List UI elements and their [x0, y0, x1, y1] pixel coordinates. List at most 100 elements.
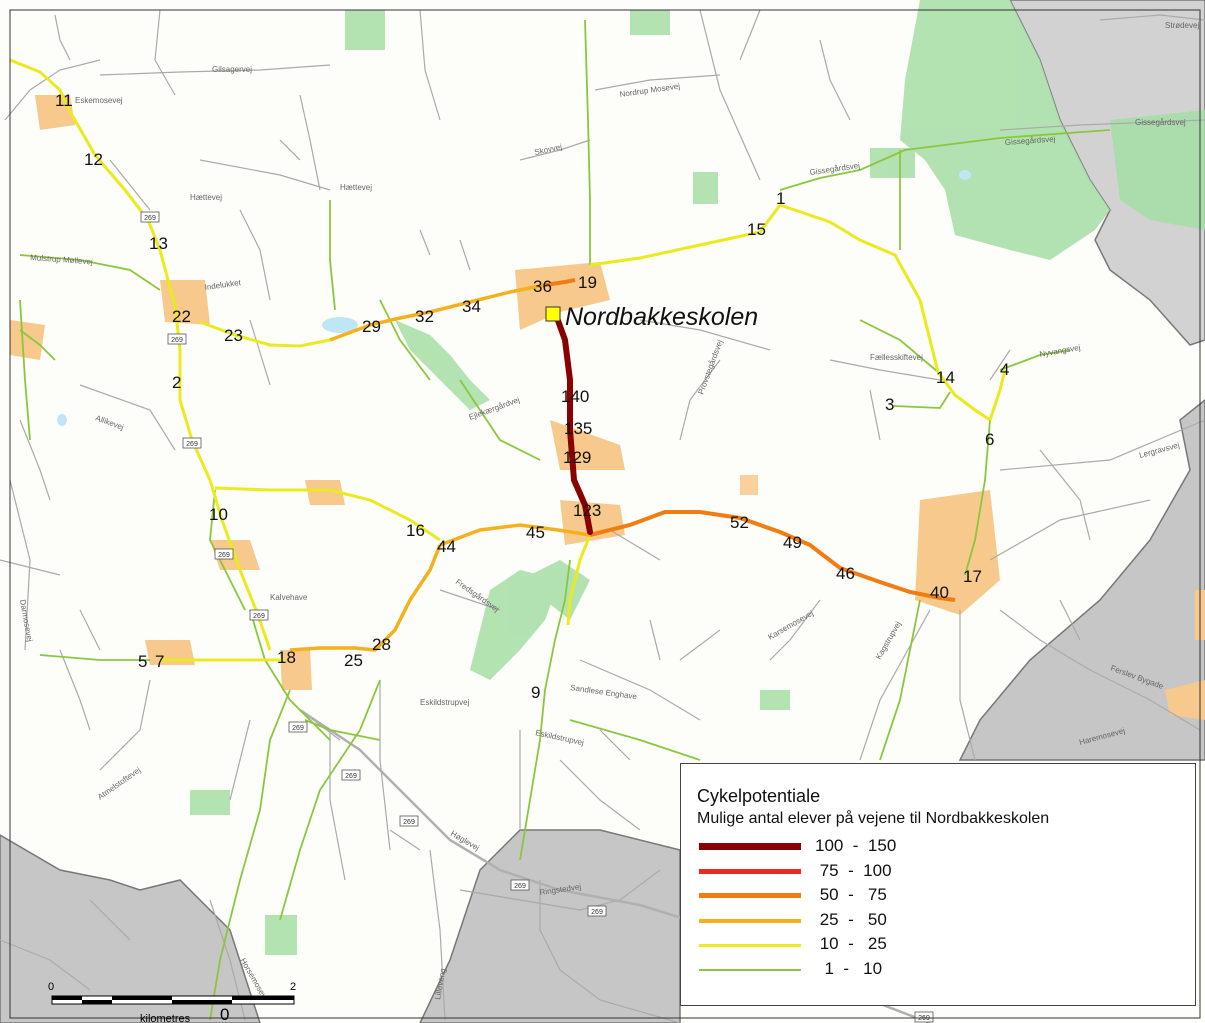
- water: [57, 170, 971, 426]
- legend-subtitle: Mulige antal elever på vejene til Nordba…: [697, 810, 1050, 827]
- route-shield: 269: [914, 1011, 934, 1023]
- count-label: 10: [209, 505, 228, 524]
- count-label: 29: [362, 317, 381, 336]
- legend-swatch: [699, 969, 801, 971]
- route-shield: 269: [249, 609, 269, 621]
- count-label: 36: [533, 277, 552, 296]
- count-label: 6: [985, 430, 994, 449]
- route-shield: 269: [587, 905, 607, 917]
- school-label: Nordbakkeskolen: [565, 303, 758, 331]
- route-10-25: [9, 58, 1007, 662]
- count-label: 11: [55, 91, 73, 110]
- count-label: 13: [149, 234, 168, 253]
- route-shield: 269: [167, 333, 187, 345]
- scale-start-label: 0: [48, 981, 54, 993]
- count-label: 123: [573, 501, 601, 520]
- svg-text:269: 269: [171, 337, 183, 344]
- route-shield: 269: [288, 721, 308, 733]
- route-count-labels: 11 12 13 22 23 2 10 5 7 18 25 28 44 16 4…: [55, 91, 1009, 702]
- svg-text:269: 269: [514, 883, 526, 890]
- count-label: 135: [564, 419, 592, 438]
- road-name: Strødevej: [1165, 21, 1199, 30]
- svg-text:269: 269: [144, 215, 156, 222]
- count-label: 52: [730, 513, 749, 532]
- count-label: 49: [783, 533, 802, 552]
- road-name: Gilsagervej: [212, 65, 252, 74]
- scale-bar[interactable]: 0 0 2 kilometres: [48, 981, 296, 1023]
- count-label: 7: [155, 652, 164, 671]
- legend: Cykelpotentiale Mulige antal elever på v…: [680, 763, 1196, 1006]
- legend-title: Cykelpotentiale: [697, 786, 821, 806]
- road-name: Fællesskiftevej: [870, 353, 923, 362]
- legend-range: 10 - 25: [815, 934, 887, 953]
- svg-text:269: 269: [218, 552, 230, 559]
- legend-range: 25 - 50: [815, 910, 887, 929]
- legend-range: 50 - 75: [815, 885, 887, 904]
- route-shield: 269: [399, 815, 419, 827]
- legend-range: 100 - 150: [815, 836, 897, 855]
- svg-text:269: 269: [345, 773, 357, 780]
- count-label: 16: [406, 521, 425, 540]
- route-shield: 269: [341, 769, 361, 781]
- svg-text:269: 269: [403, 819, 415, 826]
- route-shield: 269: [140, 211, 160, 223]
- count-label: 44: [437, 537, 456, 556]
- road-name: Hættevej: [340, 183, 372, 192]
- count-label: 28: [372, 635, 391, 654]
- svg-text:269: 269: [292, 725, 304, 732]
- route-shield: 269: [182, 437, 202, 449]
- road-name: Hættevej: [190, 193, 222, 202]
- count-label: 9: [531, 683, 540, 702]
- count-label: 32: [415, 307, 434, 326]
- count-label: 19: [578, 273, 597, 292]
- svg-text:269: 269: [253, 613, 265, 620]
- road-name: Gissegårdsvej: [1135, 118, 1186, 127]
- route-shield: 269: [214, 548, 234, 560]
- minor-roads: [0, 9, 1205, 1023]
- legend-item: 100 - 150: [699, 836, 999, 858]
- scale-unit-label: kilometres: [140, 1013, 191, 1023]
- count-label: 1: [776, 189, 785, 208]
- legend-item: 75 - 100: [699, 861, 999, 883]
- scale-end-label: 2: [290, 981, 296, 993]
- road-name: Gissegårdsvej: [1005, 134, 1056, 147]
- legend-item: 10 - 25: [699, 934, 999, 956]
- road-name: Mulstrup Møllevej: [30, 253, 93, 266]
- count-label: 40: [930, 583, 949, 602]
- legend-range: 75 - 100: [815, 861, 892, 880]
- legend-item: 1 - 10: [699, 959, 999, 981]
- count-label: 3: [885, 395, 894, 414]
- green-areas: [190, 0, 1205, 955]
- count-label: 14: [936, 368, 955, 387]
- count-label: 5: [138, 652, 147, 671]
- svg-text:269: 269: [186, 441, 198, 448]
- legend-swatch: [699, 843, 801, 850]
- road-name: Kalvehave: [270, 593, 308, 602]
- legend-swatch: [699, 944, 801, 947]
- legend-swatch: [699, 919, 801, 923]
- route-1-10: [19, 19, 1111, 1021]
- count-label: 34: [462, 297, 481, 316]
- count-label: 25: [344, 651, 363, 670]
- route-25-50: [289, 283, 591, 652]
- legend-swatch: [699, 869, 801, 874]
- route-50-75: [544, 278, 956, 602]
- count-label: 23: [224, 326, 243, 345]
- count-label: 4: [1000, 360, 1009, 379]
- count-label: 22: [172, 307, 191, 326]
- road-name: Eskildstrupvej: [420, 698, 470, 707]
- legend-swatch: [699, 893, 801, 898]
- road-name: Eskemosevej: [75, 96, 123, 105]
- count-label: 12: [84, 150, 103, 169]
- school-marker[interactable]: [545, 306, 561, 322]
- count-label: 140: [561, 387, 589, 406]
- count-label: 129: [563, 448, 591, 467]
- legend-item: 50 - 75: [699, 885, 999, 907]
- scale-mid-label: 0: [220, 1005, 229, 1023]
- count-label: 46: [836, 564, 855, 583]
- count-label: 17: [963, 567, 982, 586]
- count-label: 45: [526, 523, 545, 542]
